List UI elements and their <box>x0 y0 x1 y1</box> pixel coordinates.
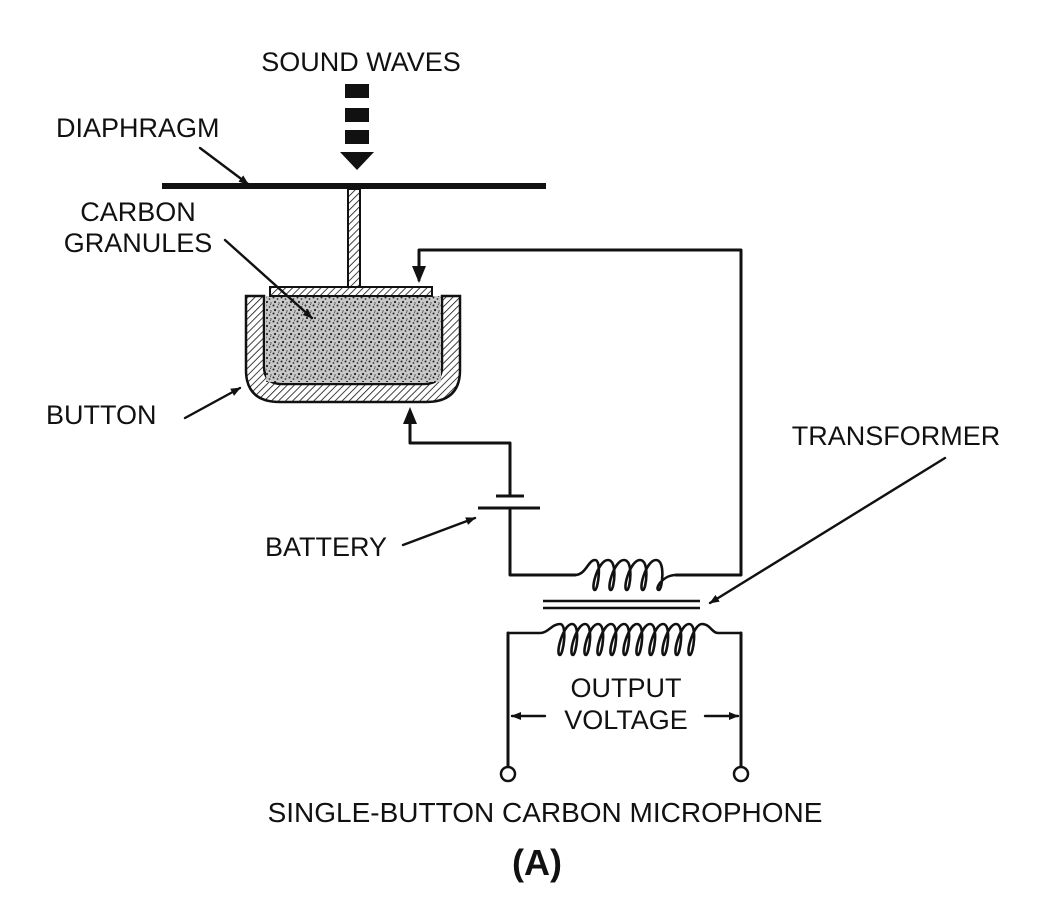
primary-coil <box>574 558 677 592</box>
sound-waves-arrow <box>340 84 374 170</box>
diagram-caption: SINGLE-BUTTON CARBON MICROPHONE <box>268 797 823 828</box>
battery-pointer-arrow <box>401 516 477 547</box>
transformer-label: TRANSFORMER <box>792 421 1001 451</box>
bottom-wire-arrowhead <box>403 407 417 424</box>
button-label: BUTTON <box>46 400 157 430</box>
figure-label: (A) <box>512 842 562 883</box>
transformer <box>508 558 741 657</box>
sound-waves-label: SOUND WAVES <box>261 47 461 77</box>
output-terminal-right <box>732 765 750 783</box>
secondary-coil <box>508 622 741 657</box>
battery-to-coil-wire <box>508 508 577 577</box>
top-wire-arrowhead <box>412 266 426 283</box>
button-pointer-arrow <box>183 386 242 420</box>
carbon-granules-pointer-arrow <box>223 238 314 320</box>
output-voltage-label-line1: OUTPUT <box>571 673 682 703</box>
carbon-granules <box>266 296 441 382</box>
diaphragm-label: DIAPHRAGM <box>56 113 220 143</box>
diaphragm-pointer-arrow <box>198 146 250 186</box>
top-wire <box>417 248 743 577</box>
output-voltage-label-line2: VOLTAGE <box>564 705 688 735</box>
carbon-granules-label-line1: CARBON <box>80 197 196 227</box>
battery-label: BATTERY <box>265 532 387 562</box>
output-terminal-left <box>499 765 517 783</box>
battery-symbol <box>478 494 540 510</box>
connecting-rod <box>347 188 361 288</box>
button-contact-plate <box>269 286 433 297</box>
transformer-pointer-arrow <box>708 456 947 605</box>
carbon-granules-label-line2: GRANULES <box>64 228 213 258</box>
carbon-button <box>244 286 462 404</box>
bottom-wire <box>408 410 512 496</box>
